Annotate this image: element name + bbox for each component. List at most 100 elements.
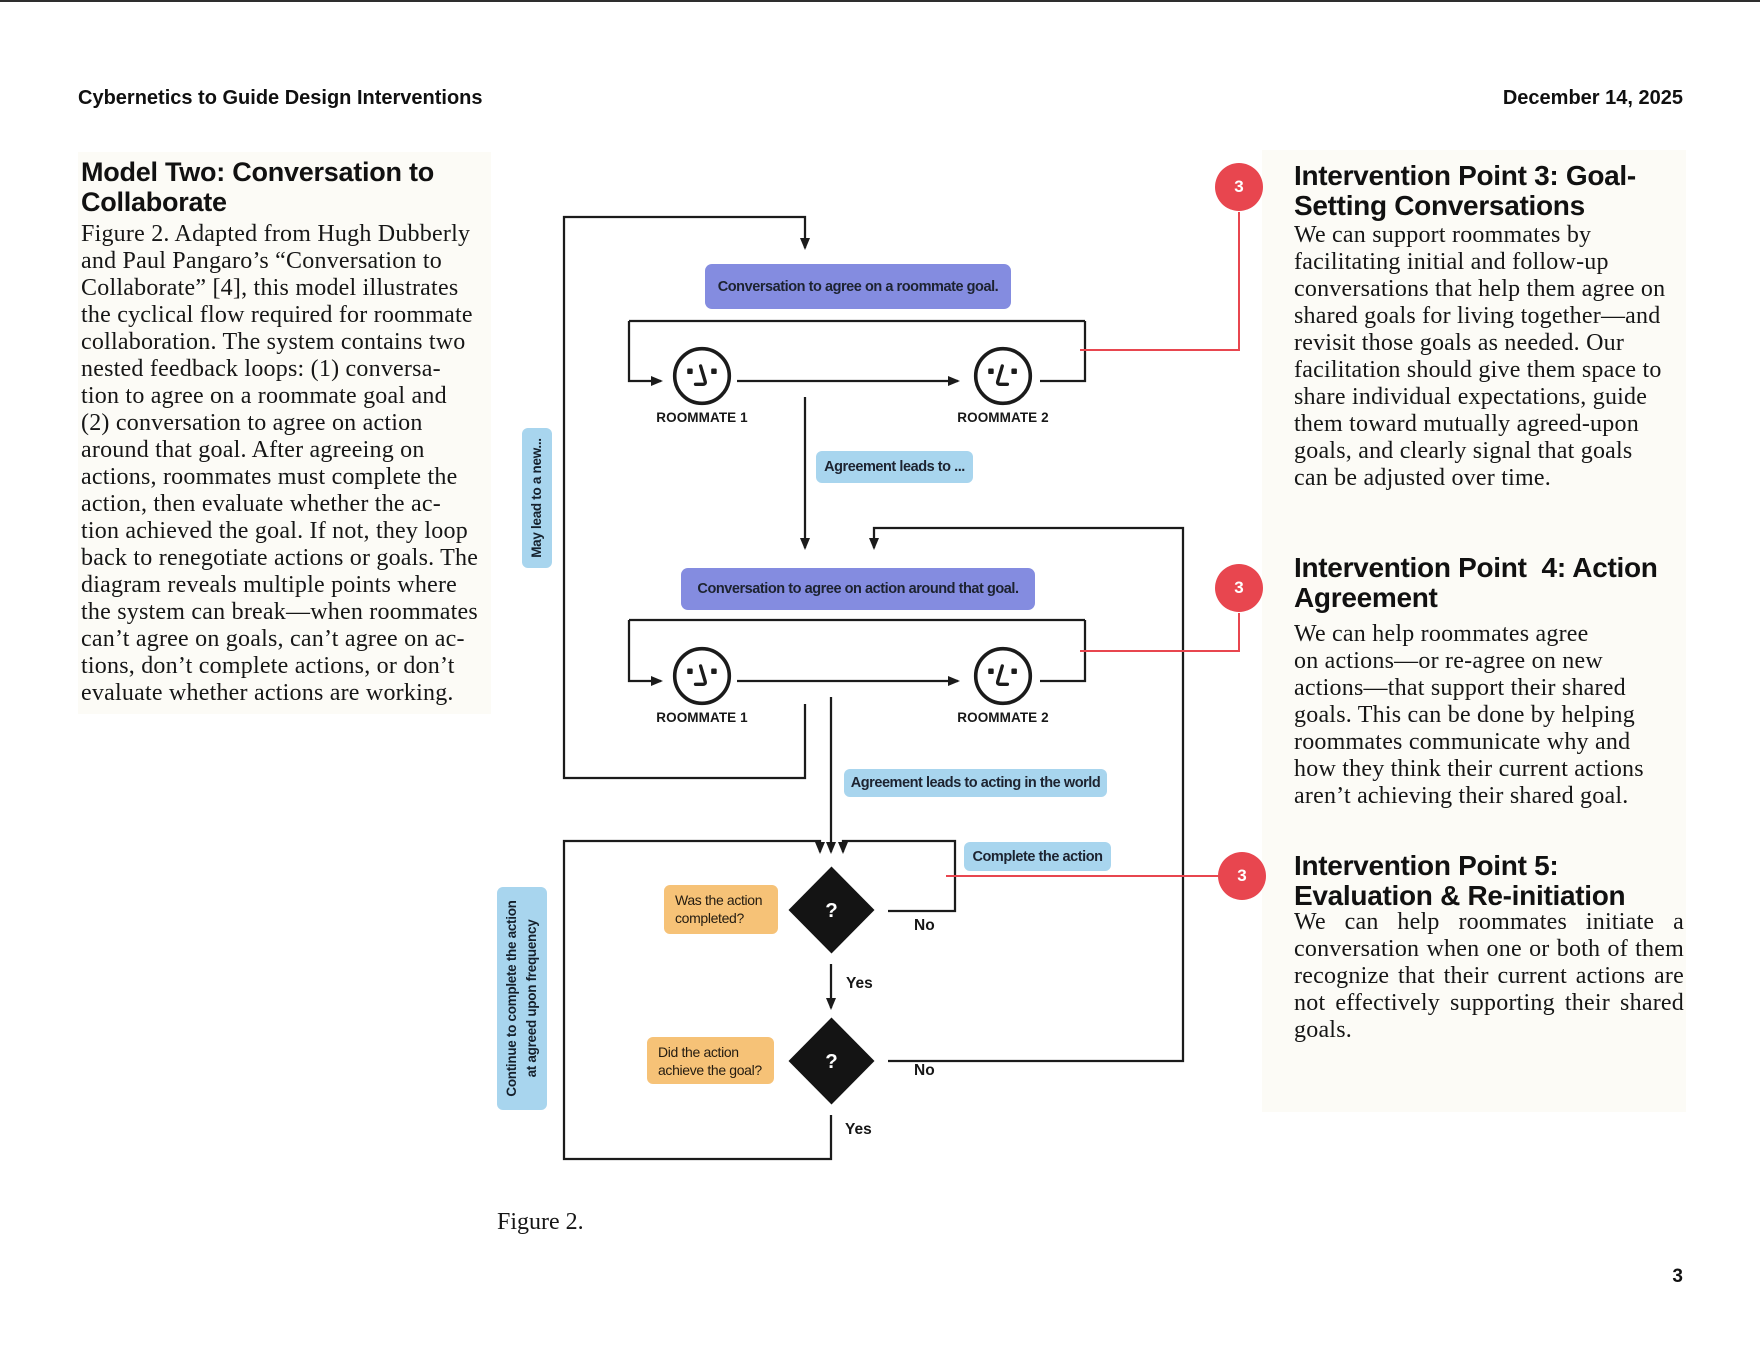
text-line: achieve the goal?: [658, 1061, 762, 1078]
decision-diamond-achieved-goal: ?: [788, 1017, 875, 1105]
roommate1-label-action-loop: ROOMMATE 1: [656, 710, 748, 725]
red-connector-goal-loop: [1080, 212, 1240, 351]
text-line: tion achieved the goal. If not, they loo…: [81, 518, 468, 544]
text-line: completed?: [675, 909, 744, 926]
text-line: Setting Conversations: [1294, 190, 1585, 221]
text-line: recognize that their current actions are: [1294, 963, 1684, 989]
text-line: goals, and clearly signal that goals: [1294, 438, 1633, 464]
heading-intervention-point-3: Intervention Point 3: Goal-Setting Conve…: [1294, 161, 1694, 221]
text-line: around that goal. After agreeing on: [81, 437, 425, 463]
intervention-badge-3: 3: [1215, 163, 1263, 211]
text-line: tion to agree on a roommate goal and: [81, 383, 447, 409]
text-line: Figure 2. Adapted from Hugh Dubberly: [81, 221, 471, 247]
no-label-achieved: No: [914, 1062, 935, 1079]
roommate1-avatar-action-loop: [672, 646, 732, 706]
text-line: Collaborate” [4], this model illustrates: [81, 275, 459, 301]
continue-frequency-label: Continue to complete the action at agreed…: [497, 887, 547, 1110]
text-line: share individual expectations, guide: [1294, 384, 1648, 410]
left-column-background: [78, 152, 491, 714]
text-line: conversations that help them agree on: [1294, 276, 1666, 302]
text-line: facilitation should give them space to: [1294, 357, 1662, 383]
text-line: back to renegotiate actions or goals. Th…: [81, 545, 479, 571]
goal-conversation-box: Conversation to agree on a roommate goal…: [705, 264, 1011, 309]
re-agree-return-path: [869, 526, 1185, 1063]
text-line: collaboration. The system contains two: [81, 329, 466, 355]
yes-label-completed: Yes: [846, 975, 873, 992]
text-line: actions, roommates must complete the: [81, 464, 458, 490]
goal-loop: [627, 319, 1087, 386]
text-line: We can help roommates initiate a: [1294, 909, 1684, 935]
text-line: them toward mutually agreed-upon: [1294, 411, 1639, 437]
svg-text:?: ?: [825, 899, 838, 922]
text-line: actions—that support their shared: [1294, 675, 1626, 701]
text-line: Did the action: [658, 1044, 739, 1060]
roommate2-avatar-goal-loop: [973, 346, 1033, 406]
text-line: Intervention Point 5:: [1294, 850, 1559, 881]
intervention-badge-5: 3: [1218, 852, 1266, 900]
action-loop: [627, 618, 1087, 686]
text-line: shared goals for living together—and: [1294, 303, 1661, 329]
roommate2-label-goal-loop: ROOMMATE 2: [957, 410, 1049, 425]
roommate1-avatar-goal-loop: [672, 346, 732, 406]
window-top-border: [0, 0, 1760, 2]
document-title: Cybernetics to Guide Design Intervention…: [78, 87, 483, 109]
heading-intervention-point-5: Intervention Point 5:Evaluation & Re-ini…: [1294, 851, 1694, 911]
roommate1-label-goal-loop: ROOMMATE 1: [656, 410, 748, 425]
text-line: diagram reveals multiple points where: [81, 572, 458, 598]
page-number: 3: [1672, 1266, 1683, 1287]
roommate2-label-action-loop: ROOMMATE 2: [957, 710, 1049, 725]
text-line: Model Two: Conversation to: [81, 157, 434, 187]
red-connector-action-loop: [1080, 613, 1240, 652]
text-line: roommates communicate why and: [1294, 729, 1631, 755]
figure-caption: Figure 2.: [497, 1209, 584, 1235]
outer-loop-may-lead-to-new: [562, 215, 810, 780]
text-line: (2) conversation to agree on action: [81, 410, 423, 436]
no-label-completed: No: [914, 917, 935, 934]
text-line: the system can break—when roommates: [81, 599, 478, 625]
text-line: We can support roommates by: [1294, 222, 1592, 248]
evaluation-loop: [562, 839, 957, 1161]
text-line: aren’t achieving their shared goal.: [1294, 783, 1629, 809]
roommate2-avatar-action-loop: [973, 646, 1033, 706]
text-line: Continue to complete the action: [504, 900, 519, 1097]
text-line: and Paul Pangaro’s “Conversation to: [81, 248, 442, 274]
agreement-acting-label: Agreement leads to acting in the world: [844, 769, 1107, 797]
text-line: goals. This can be done by helping: [1294, 702, 1635, 728]
text-line: evaluate whether actions are working.: [81, 680, 454, 706]
text-line: Was the action: [675, 892, 763, 908]
yes-label-achieved: Yes: [845, 1121, 872, 1138]
may-lead-to-new-label: May lead to a new...: [522, 428, 552, 568]
text-line: at agreed upon frequency: [524, 919, 539, 1078]
text-line: goals.: [1294, 1017, 1352, 1043]
decision-diamond-was-completed: ?: [788, 866, 875, 954]
text-line: can’t agree on goals, can’t agree on ac-: [81, 626, 465, 652]
text-line: not effectively supporting their shared: [1294, 990, 1684, 1016]
text-line: conversation when one or both of them: [1294, 936, 1684, 962]
text-line: Intervention Point 4: Action: [1294, 552, 1658, 583]
text-line: Collaborate: [81, 187, 227, 217]
text-line: Agreement: [1294, 582, 1438, 613]
text-line: Evaluation & Re-initiation: [1294, 880, 1626, 911]
intervention-badge-4: 3: [1215, 564, 1263, 612]
text-line: how they think their current actions: [1294, 756, 1644, 782]
text-line: nested feedback loops: (1) conversa-: [81, 356, 441, 382]
document-date: December 14, 2025: [1502, 87, 1683, 109]
text-line: facilitating initial and follow-up: [1294, 249, 1609, 275]
text-line: Intervention Point 3: Goal-: [1294, 160, 1636, 191]
text-line: can be adjusted over time.: [1294, 465, 1551, 491]
text-line: tions, don’t complete actions, or don’t: [81, 653, 455, 679]
text-line: the cyclical flow required for roommate: [81, 302, 473, 328]
text-line: on actions—or re-agree on new: [1294, 648, 1603, 674]
text-line: revisit those goals as needed. Our: [1294, 330, 1625, 356]
text-line: action, then evaluate whether the ac-: [81, 491, 441, 517]
agreement-leads-to-label: Agreement leads to ...: [816, 451, 973, 483]
right-column-background: [1262, 150, 1686, 1112]
